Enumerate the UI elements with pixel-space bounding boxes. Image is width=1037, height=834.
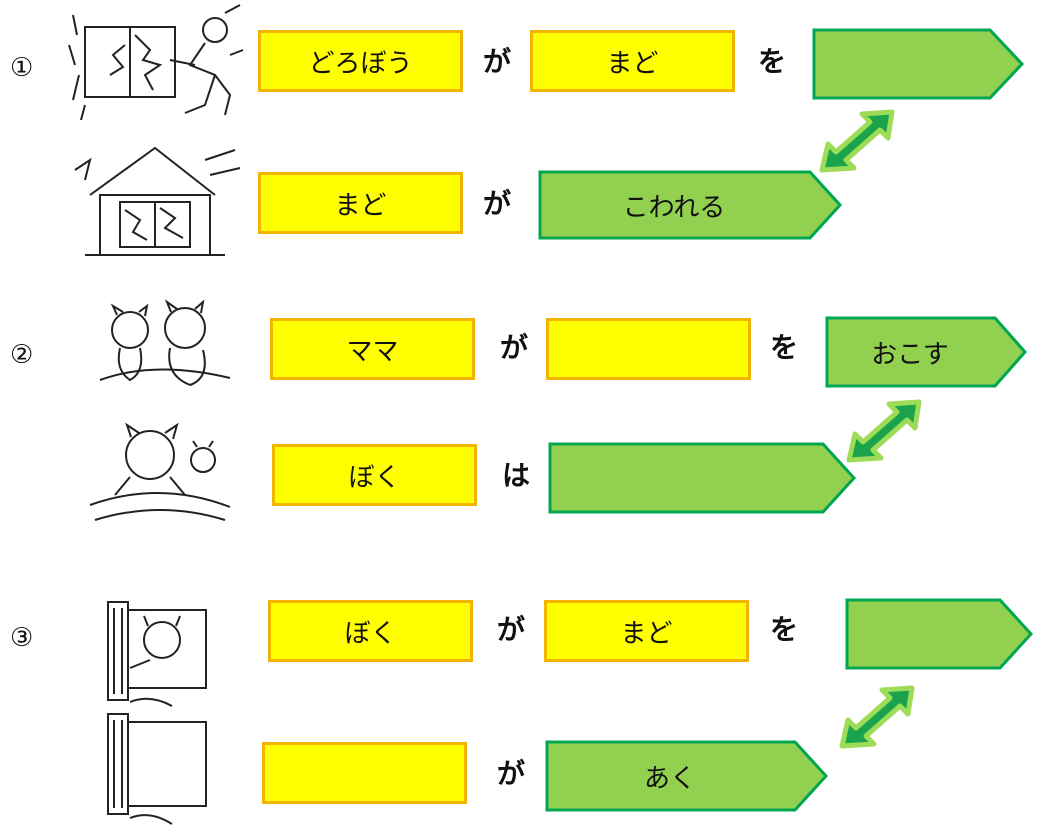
row3-top-particle-ga: が bbox=[497, 613, 526, 646]
row1-top-subject-box[interactable]: どろぼう bbox=[258, 30, 463, 92]
row2-top-particle-wo: を bbox=[770, 331, 799, 364]
row2-bottom-subject-box[interactable]: ぼく bbox=[272, 444, 477, 506]
row1-bottom-verb-arrow-box[interactable] bbox=[538, 170, 843, 240]
row3-top-verb-arrow-box[interactable] bbox=[845, 598, 1035, 670]
row2-bottom-particle-wa: は bbox=[502, 459, 531, 492]
row1-bottom-subject-box[interactable]: まど bbox=[258, 172, 463, 234]
broken-house-window-illustration bbox=[74, 146, 241, 256]
row3-bottom-particle-ga: が bbox=[497, 757, 526, 790]
item-number-2: ② bbox=[10, 340, 34, 370]
row1-top-object-box[interactable]: まど bbox=[530, 30, 735, 92]
row2-bottom-verb-arrow-box[interactable] bbox=[548, 442, 858, 514]
thief-breaking-window-illustration bbox=[68, 4, 244, 121]
item-number-1: ① bbox=[10, 53, 34, 83]
row2-double-arrow-icon bbox=[846, 399, 922, 463]
row2-top-object-box[interactable] bbox=[546, 318, 751, 380]
row1-top-particle-ga: が bbox=[483, 45, 512, 78]
row1-double-arrow-icon bbox=[819, 109, 895, 173]
item-number-3: ③ bbox=[10, 623, 34, 653]
row2-top-particle-ga: が bbox=[500, 331, 529, 364]
row3-bottom-verb-arrow-box[interactable] bbox=[545, 740, 830, 812]
row3-top-object-box[interactable]: まど bbox=[544, 600, 749, 662]
row2-top-subject-box[interactable]: ママ bbox=[270, 318, 475, 380]
row3-bottom-subject-box[interactable] bbox=[262, 742, 467, 804]
child-opening-window-illustration bbox=[107, 601, 207, 707]
row3-top-subject-box[interactable]: ぼく bbox=[268, 600, 473, 662]
child-waking-up-illustration bbox=[89, 422, 231, 521]
row1-bottom-particle-ga: が bbox=[483, 187, 512, 220]
row1-top-verb-arrow-box[interactable] bbox=[812, 28, 1027, 100]
mom-waking-child-illustration bbox=[99, 299, 231, 387]
row3-top-particle-wo: を bbox=[770, 613, 799, 646]
row3-double-arrow-icon bbox=[839, 685, 915, 749]
row2-top-verb-arrow-box[interactable] bbox=[825, 316, 1030, 388]
row1-top-particle-wo: を bbox=[758, 45, 787, 78]
open-window-illustration bbox=[107, 713, 207, 825]
